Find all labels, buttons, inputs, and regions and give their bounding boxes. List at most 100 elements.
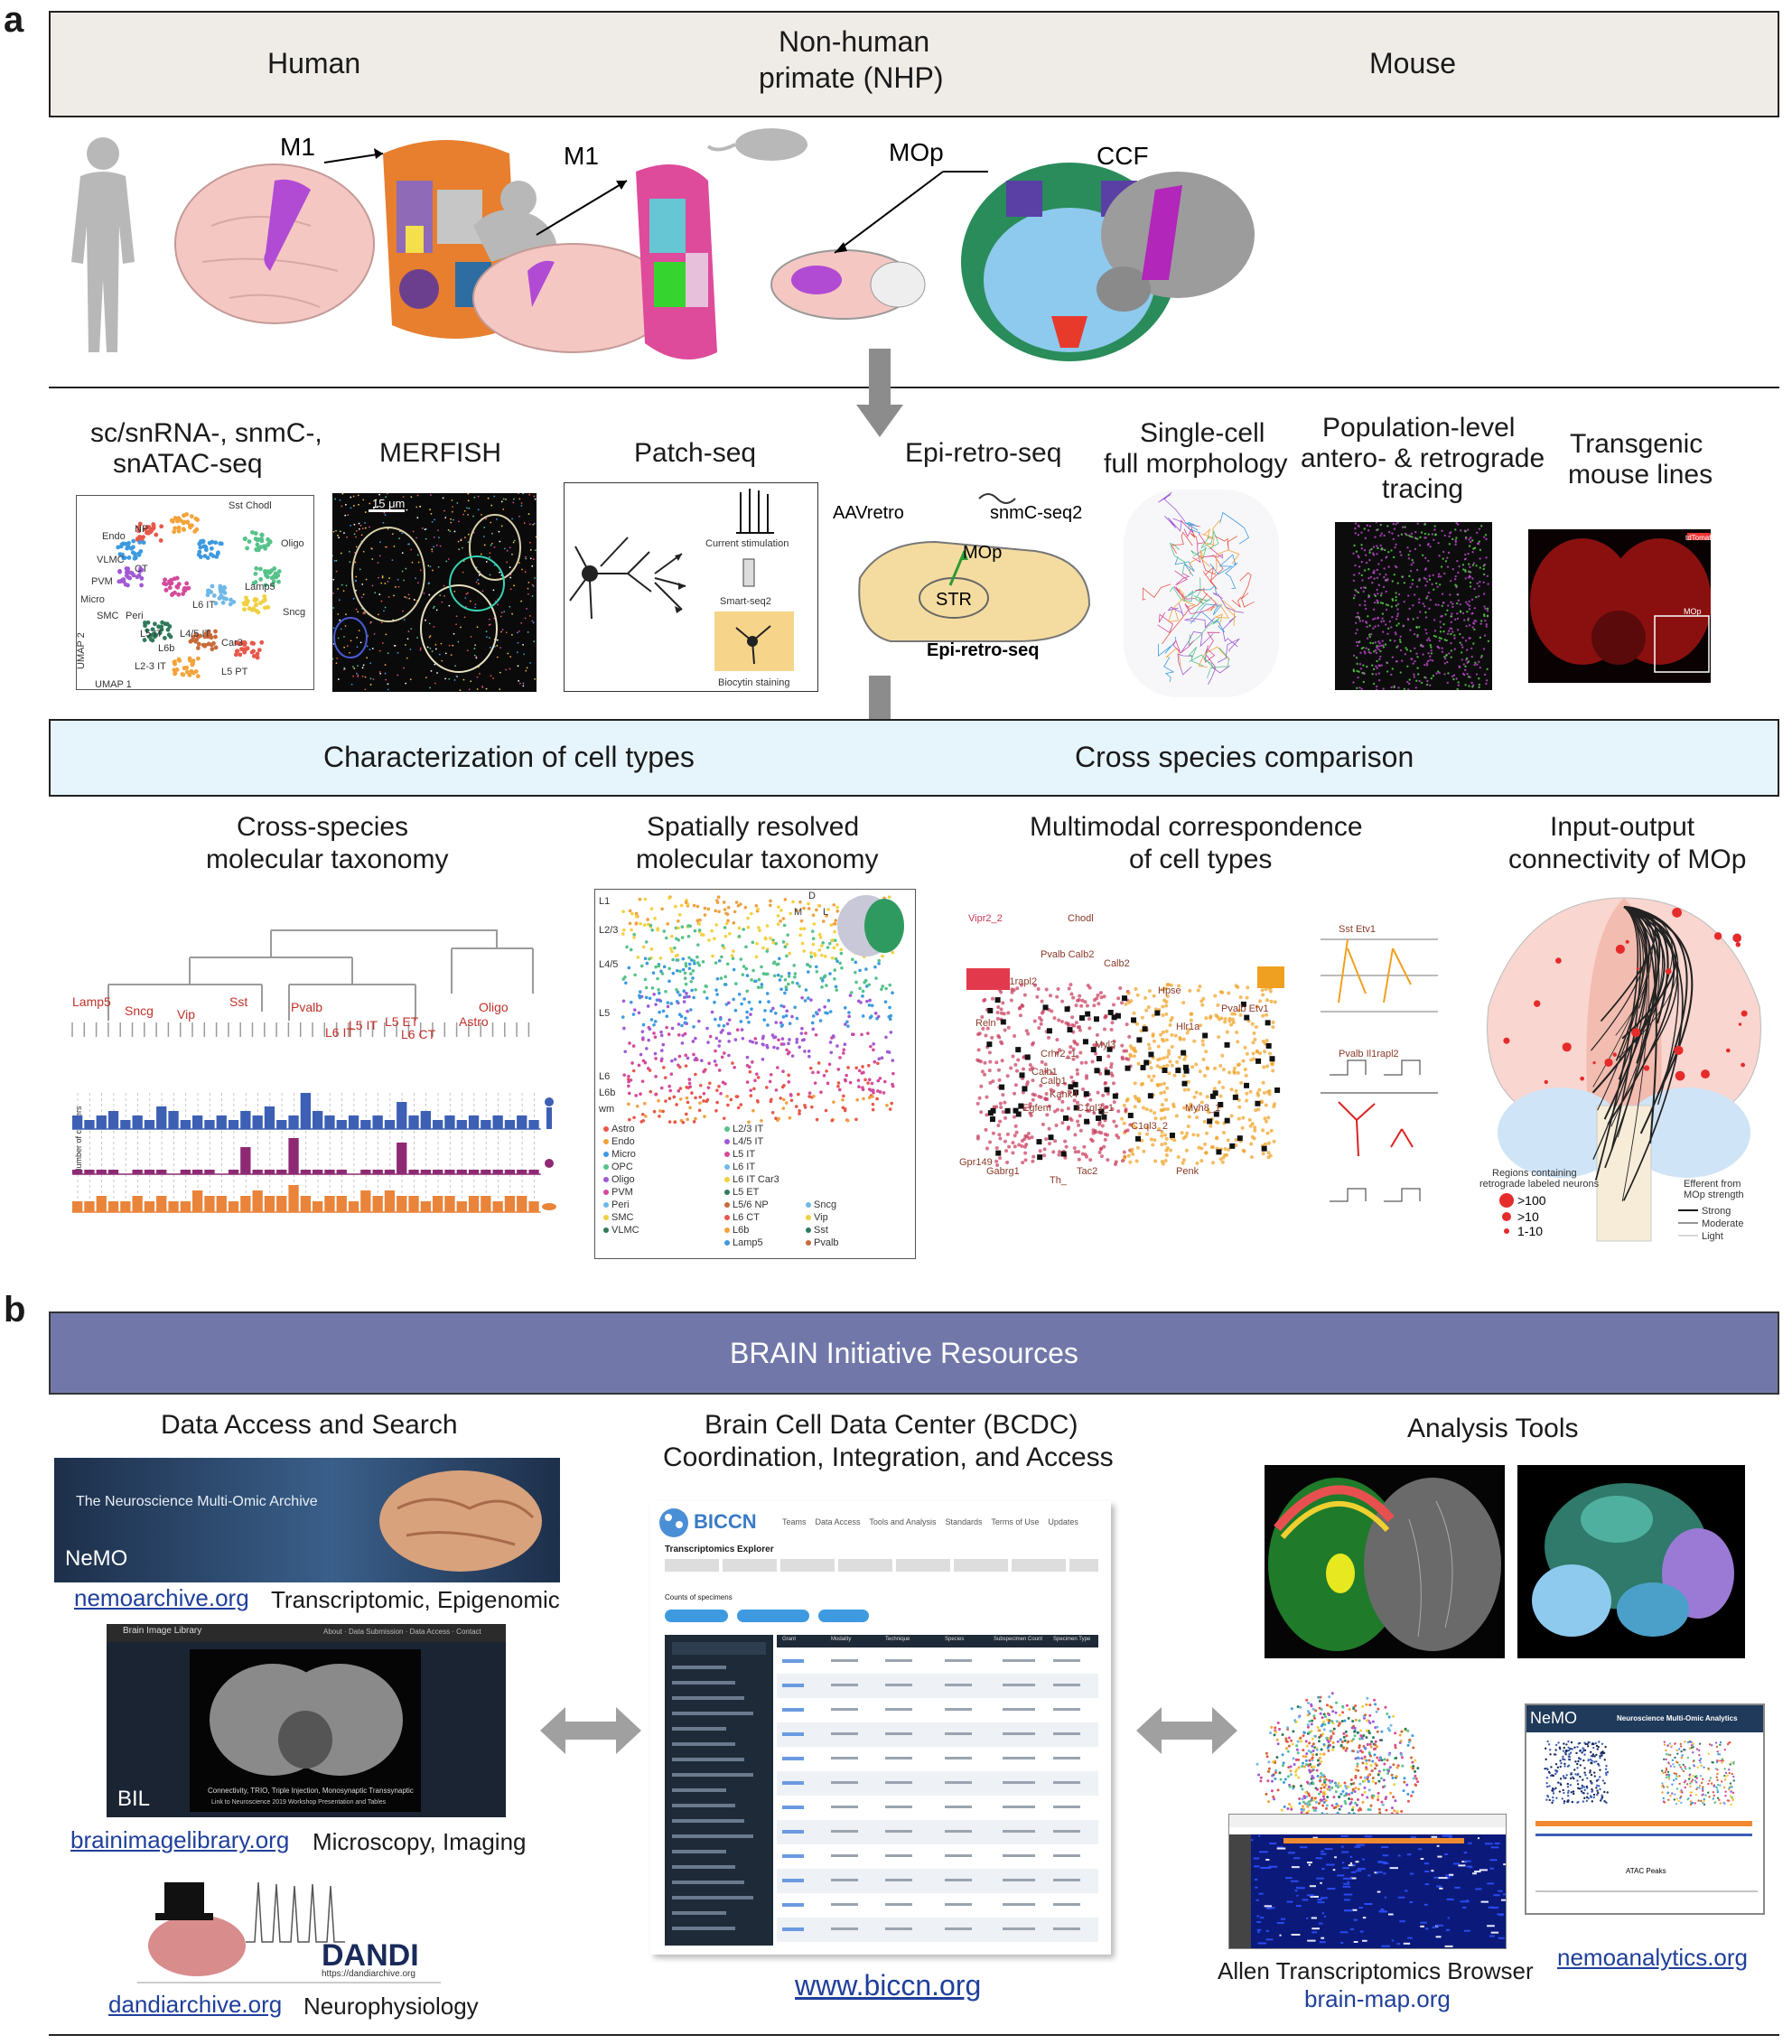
nemo-archive-tile[interactable]: The Neuroscience Multi-Omic Archive NeMO [54, 1458, 560, 1582]
multimodal-point [1265, 1131, 1270, 1135]
merfish-point [380, 600, 383, 602]
filter-option[interactable] [672, 1696, 744, 1700]
count-pill-3[interactable] [818, 1610, 869, 1622]
filter-option[interactable] [672, 1681, 735, 1685]
row-grant-link[interactable] [782, 1659, 804, 1663]
biccn-link[interactable]: www.biccn.org [795, 1969, 982, 2002]
count-pill-1[interactable] [665, 1610, 728, 1622]
biccn-table-row[interactable] [777, 1698, 1098, 1722]
tracing-point [1395, 543, 1397, 546]
biccn-table-row[interactable] [777, 1820, 1098, 1844]
umap-point [127, 575, 133, 581]
tsne-point [1414, 1777, 1418, 1780]
filter-option[interactable] [672, 1758, 744, 1761]
umap-point [172, 529, 177, 535]
filter-option[interactable] [672, 1881, 744, 1884]
tracing-point [1390, 673, 1393, 677]
merfish-point [470, 680, 472, 683]
multimodal-point [1013, 1134, 1017, 1138]
filter-option[interactable] [672, 1927, 735, 1930]
tracing-point [1418, 679, 1421, 683]
nemo-analytics-tile[interactable]: NeMO Neuroscience Multi-Omic Analytics A… [1525, 1703, 1765, 1915]
tracing-point [1369, 633, 1373, 636]
nemo-link[interactable]: nemoarchive.org [74, 1584, 249, 1611]
filter-option[interactable] [672, 1712, 753, 1715]
row-grant-link[interactable] [782, 1830, 804, 1834]
biccn-nav[interactable]: Teams Data Access Tools and Analysis Sta… [782, 1517, 1078, 1526]
row-grant-link[interactable] [782, 1684, 804, 1687]
row-grant-link[interactable] [782, 1708, 804, 1712]
filter-option[interactable] [672, 1666, 726, 1669]
biccn-table-row[interactable] [777, 1869, 1098, 1893]
filter-option[interactable] [672, 1742, 735, 1746]
dandi-link[interactable]: dandiarchive.org [108, 1991, 283, 2018]
nav-updates[interactable]: Updates [1048, 1517, 1078, 1526]
multimodal-point [1170, 1063, 1174, 1068]
bil-link[interactable]: brainimagelibrary.org [70, 1826, 290, 1853]
tsne-point [1412, 1746, 1415, 1750]
allen-link[interactable]: brain-map.org [1304, 1985, 1451, 2012]
count-pill-2[interactable] [737, 1610, 809, 1622]
row-grant-link[interactable] [782, 1732, 804, 1736]
biccn-table-row[interactable] [777, 1796, 1098, 1820]
nav-tools[interactable]: Tools and Analysis [869, 1517, 937, 1526]
nav-teams[interactable]: Teams [782, 1517, 807, 1526]
nav-standards[interactable]: Standards [945, 1517, 983, 1526]
filter-option[interactable] [672, 1865, 735, 1869]
multimodal-point [1102, 1027, 1106, 1031]
spatial-point [633, 973, 637, 977]
row-grant-link[interactable] [782, 1854, 804, 1858]
filter-option[interactable] [672, 1804, 735, 1807]
biccn-table-row[interactable] [777, 1893, 1098, 1918]
nav-terms[interactable]: Terms of Use [991, 1517, 1040, 1526]
row-grant-link[interactable] [782, 1903, 804, 1907]
filter-option[interactable] [672, 1896, 753, 1899]
allen-heatmap-tile[interactable] [1228, 1814, 1507, 1949]
nemo-banner-text: The Neuroscience Multi-Omic Archive [76, 1494, 318, 1509]
multimodal-point [983, 1072, 987, 1077]
filter-option[interactable] [672, 1727, 726, 1731]
bil-tile[interactable]: Brain Image Library About · Data Submiss… [107, 1624, 506, 1817]
row-grant-link[interactable] [782, 1781, 804, 1785]
biccn-table-row[interactable] [777, 1722, 1098, 1747]
filter-search-input[interactable] [672, 1642, 766, 1655]
bil-caption2[interactable]: Link to Neuroscience 2019 Workshop Prese… [211, 1799, 387, 1806]
merfish-point [448, 644, 451, 647]
biccn-table-row[interactable] [777, 1918, 1098, 1942]
nav-data-access[interactable]: Data Access [815, 1517, 861, 1526]
merfish-point [499, 540, 501, 543]
biccn-table-row[interactable] [777, 1747, 1098, 1771]
row-grant-link[interactable] [782, 1806, 804, 1809]
filter-option[interactable] [672, 1788, 726, 1792]
multimodal-point [1088, 1158, 1093, 1162]
biccn-table-row[interactable] [777, 1649, 1098, 1674]
biccn-table-row[interactable] [777, 1844, 1098, 1869]
tsne-point [1340, 1720, 1344, 1723]
filter-option[interactable] [672, 1850, 726, 1853]
tracing-point [1392, 555, 1395, 559]
atlas-3d-tile[interactable] [1517, 1465, 1745, 1658]
multimodal-point [1218, 1063, 1223, 1068]
merfish-point [401, 570, 404, 573]
biccn-table-row[interactable] [777, 1674, 1098, 1698]
row-grant-link[interactable] [782, 1879, 804, 1882]
dandi-url: https://dandiarchive.org [322, 1969, 415, 1979]
merfish-point [387, 683, 389, 686]
atlas-coronal-tile[interactable] [1265, 1465, 1505, 1658]
bil-nav[interactable]: About · Data Submission · Data Access · … [323, 1628, 481, 1636]
tracing-point [1424, 616, 1428, 619]
biccn-table-body[interactable] [777, 1649, 1098, 1946]
merfish-point [444, 517, 447, 519]
filter-option[interactable] [672, 1819, 744, 1823]
biccn-filter-sidebar[interactable] [665, 1635, 773, 1946]
dandi-tile[interactable]: DANDI https://dandiarchive.org [137, 1870, 441, 1983]
tracing-point [1487, 639, 1490, 643]
filter-option[interactable] [672, 1773, 753, 1777]
row-grant-link[interactable] [782, 1757, 804, 1760]
row-grant-link[interactable] [782, 1927, 804, 1931]
multimodal-point [1265, 998, 1270, 1003]
biccn-table-row[interactable] [777, 1771, 1098, 1796]
biccn-tile[interactable]: BICCN Teams Data Access Tools and Analys… [650, 1501, 1111, 1955]
filter-option[interactable] [672, 1911, 726, 1915]
filter-option[interactable] [672, 1834, 753, 1838]
